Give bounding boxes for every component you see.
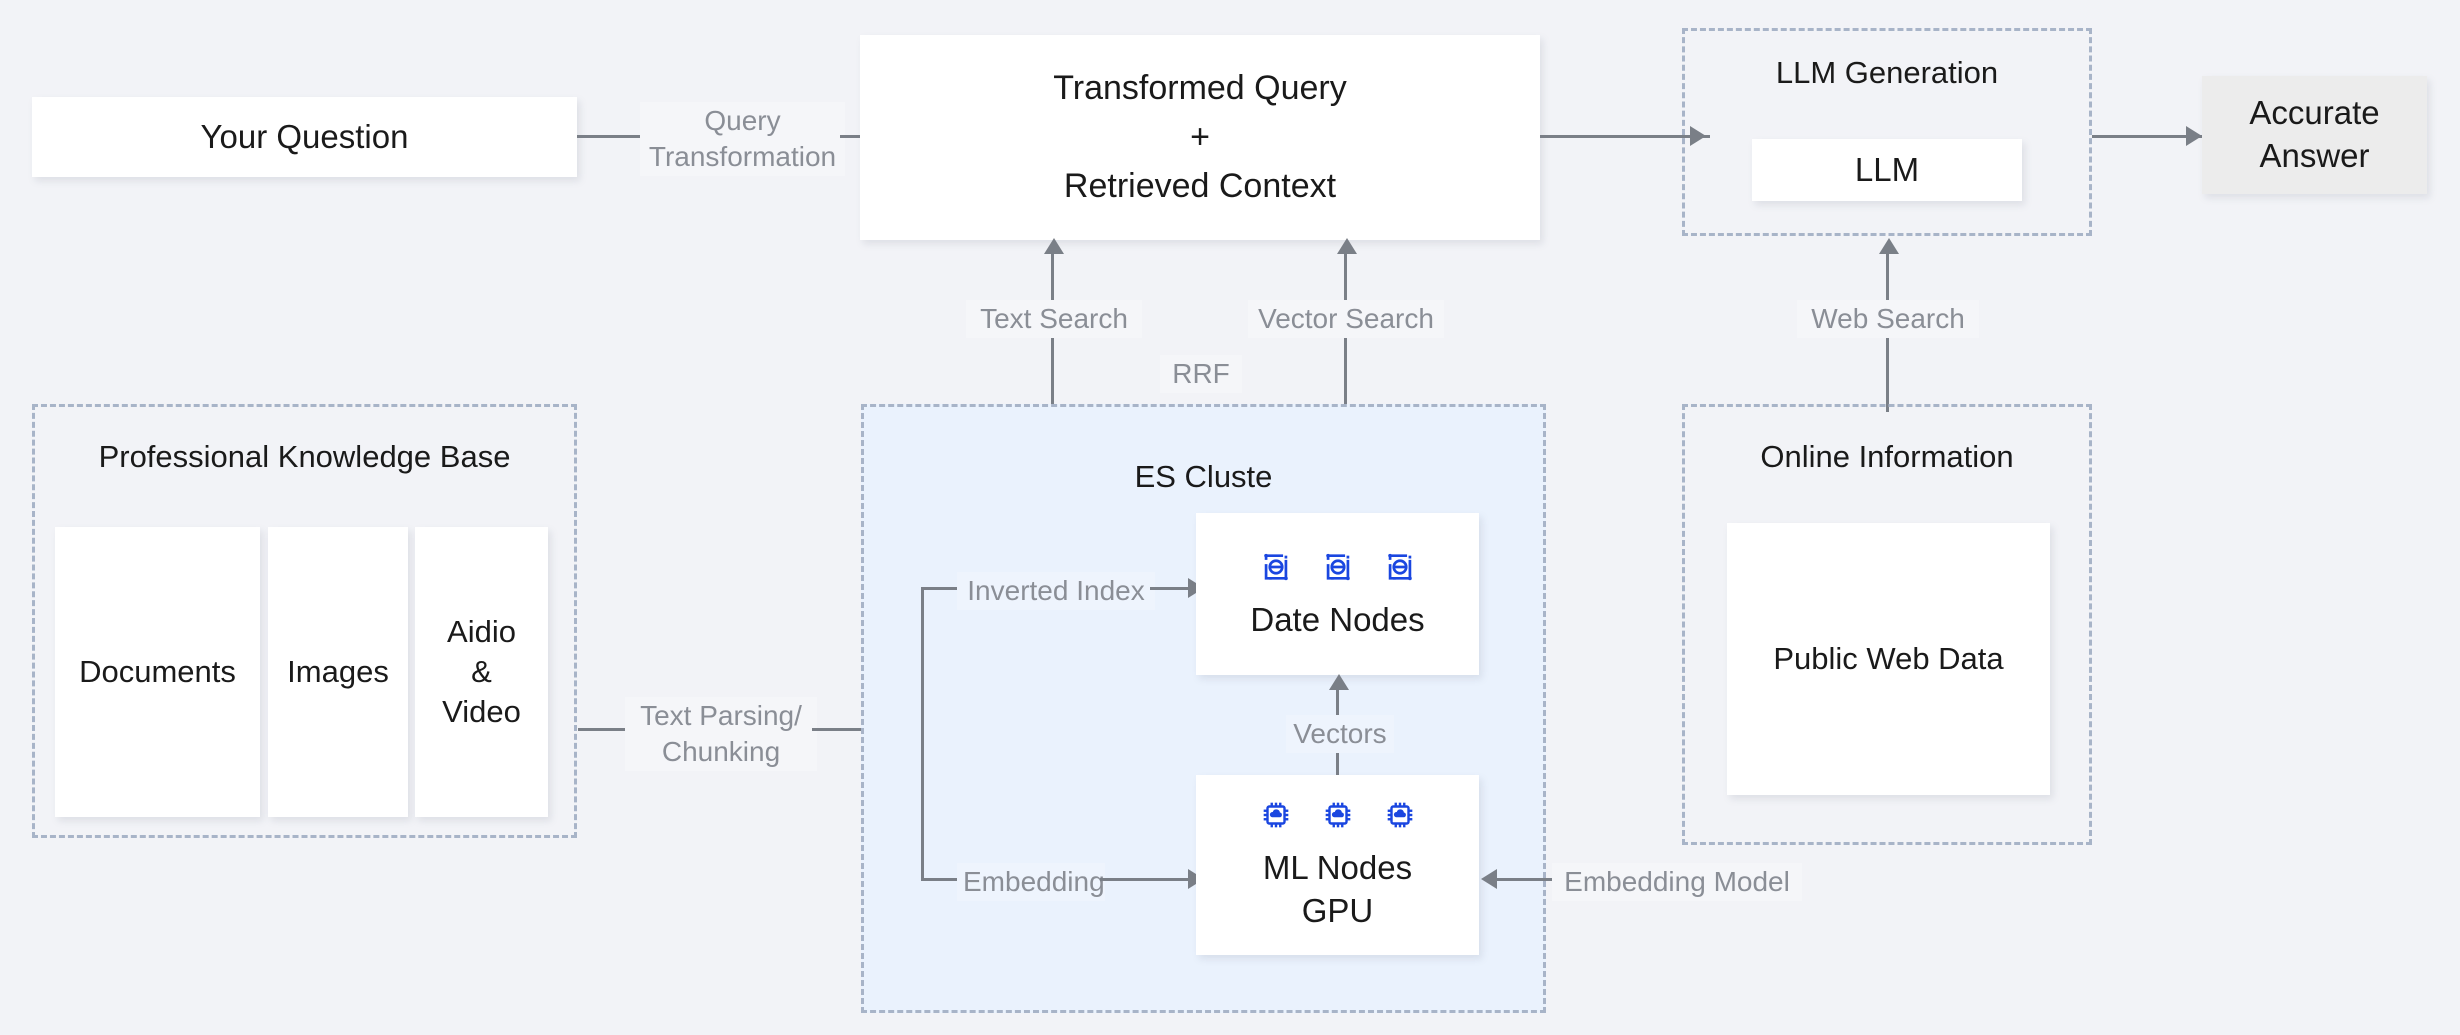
node-llm[interactable]: LLM xyxy=(1752,139,2022,201)
elasticsearch-node-icon xyxy=(1321,550,1355,589)
group-llm-generation-title: LLM Generation xyxy=(1775,55,1999,90)
edge-embedding-model-line xyxy=(1497,878,1557,881)
elasticsearch-node-icon xyxy=(1383,550,1417,589)
edge-question-to-transform-line xyxy=(577,135,647,138)
edge-label-embedding: Embedding xyxy=(957,863,1105,901)
edge-query-to-llm-arrowhead xyxy=(1690,126,1706,146)
edge-kb-to-parsing-line xyxy=(578,728,630,731)
edge-label-text-search: Text Search xyxy=(966,300,1142,338)
node-audio-video[interactable]: Aidio & Video xyxy=(415,527,548,817)
node-your-question[interactable]: Your Question xyxy=(32,97,577,177)
edge-embedding-line xyxy=(1100,878,1202,881)
node-llm-label: LLM xyxy=(1854,151,1920,188)
elasticsearch-node-icon xyxy=(1259,550,1293,589)
group-knowledge-base: Professional Knowledge Base xyxy=(32,404,577,838)
gpu-chip-icon xyxy=(1383,798,1417,837)
node-ml-nodes-label: ML Nodes GPU xyxy=(1262,848,1413,929)
group-llm-generation: LLM Generation xyxy=(1682,28,2092,236)
edge-vectors-arrowhead xyxy=(1329,674,1349,690)
group-online-information-title: Online Information xyxy=(1760,439,2014,474)
node-data-nodes[interactable]: Date Nodes xyxy=(1196,513,1479,675)
edge-label-rrf: RRF xyxy=(1160,355,1242,393)
data-nodes-icon-row xyxy=(1259,550,1417,589)
edge-inverted-index-line xyxy=(1150,587,1202,590)
edge-query-to-llm-line xyxy=(1540,135,1710,138)
edge-es-bus-bottom-branch xyxy=(921,878,961,881)
gpu-chip-icon xyxy=(1259,798,1293,837)
node-public-web-data[interactable]: Public Web Data xyxy=(1727,523,2050,795)
node-transformed-query-line1: Transformed Query xyxy=(1053,69,1347,107)
edge-label-vector-search: Vector Search xyxy=(1248,300,1444,338)
node-data-nodes-label: Date Nodes xyxy=(1250,600,1425,638)
node-transformed-query-plus: + xyxy=(1190,118,1210,156)
edge-transform-to-box-line xyxy=(840,135,876,138)
node-transformed-query[interactable]: Transformed Query + Retrieved Context xyxy=(860,35,1540,240)
node-images-label: Images xyxy=(287,654,389,689)
edge-label-inverted-index: Inverted Index xyxy=(957,572,1155,610)
node-accurate-answer-label: Accurate Answer xyxy=(2249,94,2380,174)
node-documents-label: Documents xyxy=(79,654,236,689)
gpu-chip-icon xyxy=(1321,798,1355,837)
edge-llm-to-answer-arrowhead xyxy=(2186,126,2202,146)
edge-text-search-arrowhead xyxy=(1044,238,1064,254)
node-public-web-data-label: Public Web Data xyxy=(1773,641,2004,676)
node-ml-nodes[interactable]: ML Nodes GPU xyxy=(1196,775,1479,955)
node-documents[interactable]: Documents xyxy=(55,527,260,817)
edge-label-vectors: Vectors xyxy=(1286,715,1394,753)
edge-vector-search-arrowhead xyxy=(1337,238,1357,254)
group-online-information: Online Information xyxy=(1682,404,2092,845)
node-audio-video-label: Aidio & Video xyxy=(442,613,521,730)
ml-nodes-icon-row xyxy=(1259,798,1417,837)
edge-label-text-parsing: Text Parsing/ Chunking xyxy=(625,697,817,771)
edge-llm-to-answer-line xyxy=(2092,135,2202,138)
node-accurate-answer[interactable]: Accurate Answer xyxy=(2202,76,2427,194)
edge-label-query-transformation: Query Transformation xyxy=(640,102,845,176)
edge-es-bus-trunk xyxy=(921,587,924,881)
group-knowledge-base-title: Professional Knowledge Base xyxy=(98,439,511,474)
edge-es-bus-top-branch xyxy=(921,587,961,590)
node-transformed-query-line3: Retrieved Context xyxy=(1063,167,1337,205)
edge-web-search-arrowhead xyxy=(1879,238,1899,254)
node-your-question-label: Your Question xyxy=(200,118,409,155)
edge-embedding-model-arrowhead xyxy=(1481,869,1497,889)
node-images[interactable]: Images xyxy=(268,527,408,817)
group-es-cluster-title: ES Cluste xyxy=(1134,459,1273,494)
edge-label-embedding-model: Embedding Model xyxy=(1552,863,1802,901)
edge-label-web-search: Web Search xyxy=(1797,300,1979,338)
